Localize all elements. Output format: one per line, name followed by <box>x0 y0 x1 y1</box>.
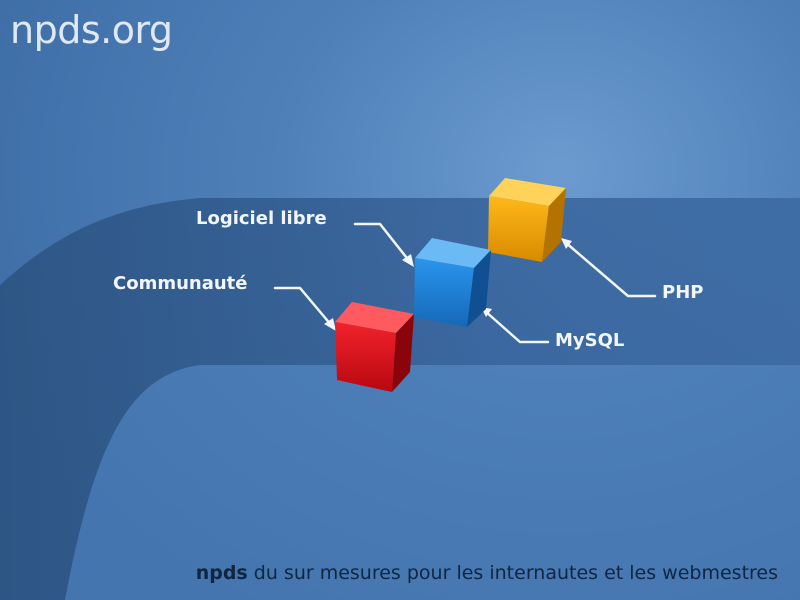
arrowhead-communaute <box>324 318 336 331</box>
orange-cube-icon <box>488 178 566 262</box>
red-cube-icon <box>335 302 414 392</box>
blue-cube-icon <box>414 238 491 327</box>
pointer-line-logiciel <box>353 222 412 264</box>
pointer-line-mysql <box>483 309 550 344</box>
arrowhead-logiciel <box>402 254 414 267</box>
tagline: npds du sur mesures pour les internautes… <box>196 562 778 584</box>
band-lower-area <box>65 365 800 600</box>
pointer-line-communaute <box>273 286 334 328</box>
arrowhead-php <box>561 238 572 249</box>
label-mysql: MySQL <box>555 330 625 351</box>
site-logo: npds.org <box>10 8 173 52</box>
pointer-line-php <box>563 240 657 298</box>
tagline-brand: npds <box>195 562 248 584</box>
curved-band <box>0 198 800 600</box>
label-php: PHP <box>662 282 704 303</box>
tagline-text: du sur mesures pour les internautes et l… <box>247 562 778 584</box>
label-logiciel-libre: Logiciel libre <box>196 208 327 229</box>
label-communaute: Communauté <box>113 273 248 294</box>
